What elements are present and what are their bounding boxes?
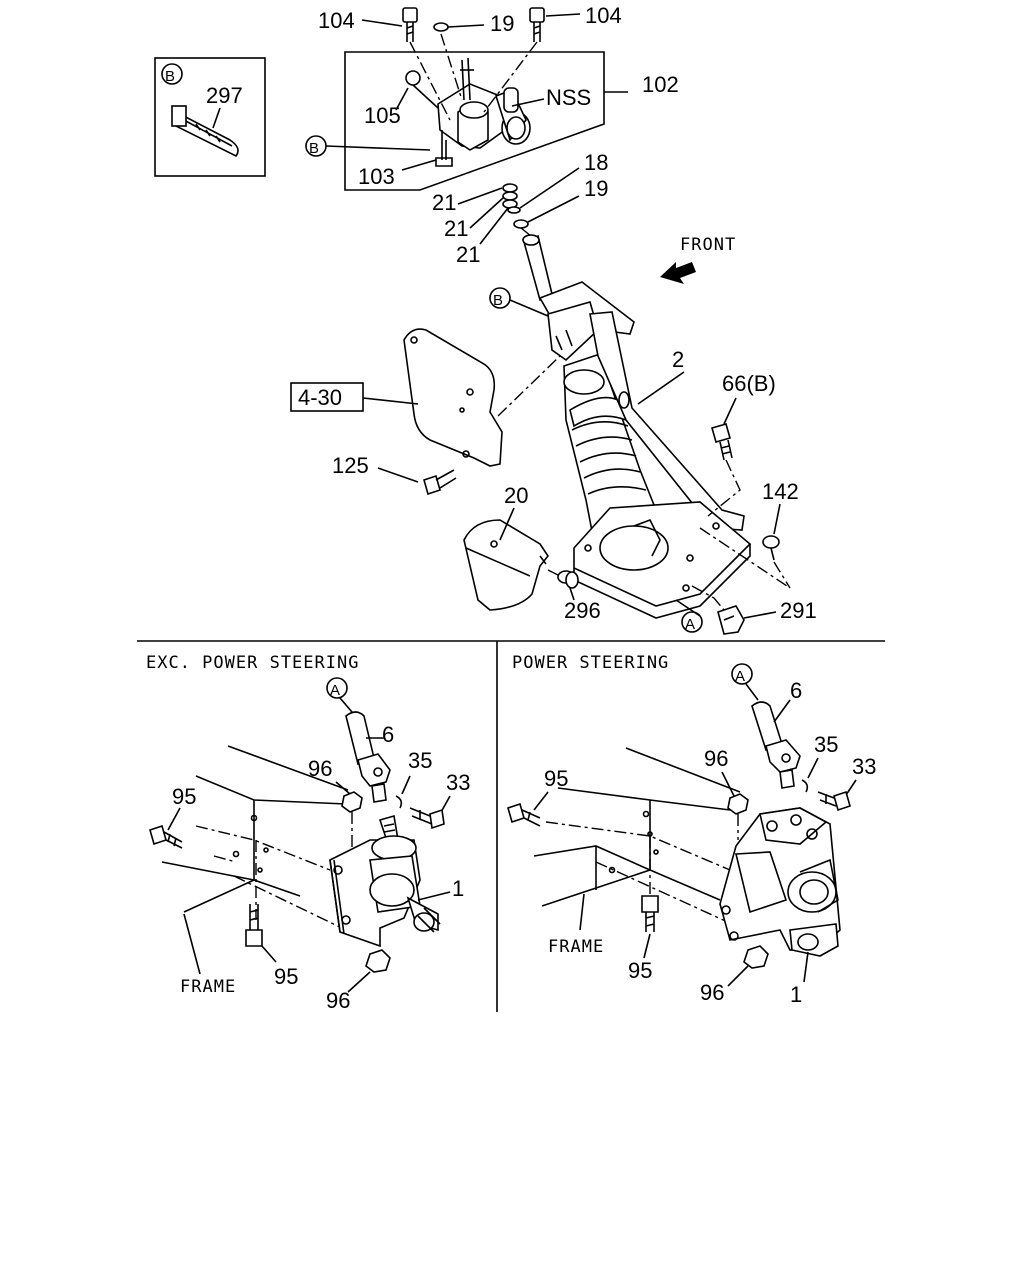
- callout-1-right: 1: [790, 982, 802, 1007]
- callout-35-left: 35: [408, 748, 432, 773]
- section-title-power-steering: POWER STEERING: [512, 653, 669, 673]
- callout-21-b: 21: [444, 216, 468, 241]
- clip-291: 291: [691, 585, 817, 635]
- clip-296: 296: [547, 569, 601, 623]
- lower-cover: 20: [463, 483, 549, 611]
- callout-296: 296: [564, 598, 601, 623]
- callout-105: 105: [364, 103, 401, 128]
- frame-label-left: FRAME: [180, 977, 236, 997]
- rings-18-19-21: 18 19 21 21 21: [432, 150, 608, 267]
- screw-142: 142: [699, 479, 799, 589]
- callout-96-left: 96: [308, 756, 332, 781]
- callout-18: 18: [584, 150, 608, 175]
- inset-b-tie-strap: B 297: [154, 57, 266, 177]
- callout-21-a: 21: [432, 190, 456, 215]
- callout-19-mid: 19: [584, 176, 608, 201]
- callout-2: 2: [672, 347, 684, 372]
- ref-b-column: B: [493, 292, 503, 309]
- callout-95-left: 95: [172, 784, 196, 809]
- callout-125: 125: [332, 453, 369, 478]
- ref-a-right: A: [735, 668, 745, 685]
- callout-19-top: 19: [490, 11, 514, 36]
- steering-column: B 2 A: [489, 234, 752, 633]
- callout-66b: 66(B): [722, 371, 776, 396]
- callout-20: 20: [504, 483, 528, 508]
- ref-b-top: B: [309, 140, 319, 157]
- callout-297: 297: [206, 83, 243, 108]
- callout-21-c: 21: [456, 242, 480, 267]
- callout-1-left: 1: [452, 876, 464, 901]
- bolt-66: 66(B): [707, 371, 776, 517]
- callout-95-right-bottom: 95: [628, 958, 652, 983]
- callout-6-right: 6: [790, 678, 802, 703]
- ref-b-inset: B: [165, 68, 175, 85]
- cover-panel: 4-30: [290, 328, 561, 467]
- column-cover-assembly: 102 105 NSS 103 B: [305, 51, 679, 191]
- manual-steering-gear: FRAME 95 95 A 6 96 35 33: [149, 677, 470, 1013]
- callout-96-right: 96: [704, 746, 728, 771]
- power-steering-gear: FRAME 95 95 A 6 96 35 33: [507, 663, 876, 1007]
- callout-nss: NSS: [546, 85, 591, 110]
- frame-label-right: FRAME: [548, 937, 604, 957]
- ref-a-left: A: [330, 682, 340, 699]
- bolts-104-and-ring-19: 104 19 104: [318, 3, 622, 121]
- callout-104-left: 104: [318, 8, 355, 33]
- callout-95-left-bottom: 95: [274, 964, 298, 989]
- callout-95-right: 95: [544, 766, 568, 791]
- callout-96-right-bottom: 96: [700, 980, 724, 1005]
- front-arrow-icon: [660, 262, 696, 284]
- callout-291: 291: [780, 598, 817, 623]
- front-label: FRONT: [680, 235, 736, 255]
- callout-33-right: 33: [852, 754, 876, 779]
- callout-102: 102: [642, 72, 679, 97]
- callout-6-left: 6: [382, 722, 394, 747]
- front-indicator: FRONT: [660, 235, 736, 284]
- screw-125: 125: [332, 453, 457, 496]
- section-title-exc-power-steering: EXC. POWER STEERING: [146, 653, 359, 673]
- callout-35-right: 35: [814, 732, 838, 757]
- callout-4-30: 4-30: [298, 385, 342, 410]
- callout-96-left-bottom: 96: [326, 988, 350, 1013]
- callout-142: 142: [762, 479, 799, 504]
- callout-33-left: 33: [446, 770, 470, 795]
- callout-103: 103: [358, 164, 395, 189]
- callout-104-right: 104: [585, 3, 622, 28]
- ref-a-column: A: [685, 616, 695, 633]
